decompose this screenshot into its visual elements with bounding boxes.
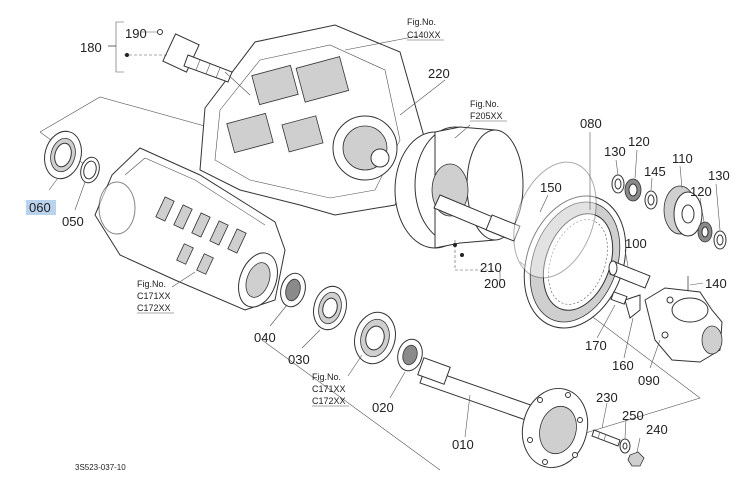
document-id: 3S523-037-10 (75, 463, 126, 472)
part-label-250[interactable]: 250 (622, 408, 644, 423)
part-label-130-left[interactable]: 130 (604, 144, 626, 159)
washer-130-left[interactable] (611, 174, 625, 194)
figref-f205[interactable]: Fig.No. F205XX (470, 99, 507, 122)
plate-160[interactable] (624, 294, 641, 319)
part-label-120-left[interactable]: 120 (628, 134, 650, 149)
transmission-housing[interactable] (199, 24, 426, 216)
part-label-050[interactable]: 050 (62, 214, 84, 229)
figref-c171-lower[interactable]: Fig.No. C171XX C172XX (312, 354, 363, 407)
part-label-220[interactable]: 220 (428, 66, 450, 81)
part-label-170[interactable]: 170 (585, 338, 607, 353)
oil-seal-060[interactable] (39, 127, 86, 183)
part-label-090[interactable]: 090 (638, 373, 660, 388)
carrier-090[interactable] (644, 287, 723, 363)
part-060-highlight (26, 200, 56, 215)
part-labels: 180 190 220 080 150 130 120 145 110 120 … (29, 26, 730, 452)
washer-150[interactable] (499, 151, 611, 290)
shaft-180[interactable] (162, 33, 233, 83)
figref-title: Fig.No. (137, 279, 166, 289)
figref-c140[interactable]: Fig.No. C140XX (407, 17, 444, 41)
figref-line: C140XX (407, 30, 441, 40)
bearing-120-right[interactable] (697, 221, 713, 243)
part-label-180[interactable]: 180 (80, 40, 102, 55)
axle-shaft-010[interactable] (417, 357, 596, 475)
leader-lines (48, 35, 721, 453)
figref-title: Fig.No. (470, 99, 499, 109)
bearing-040[interactable] (277, 270, 309, 309)
part-label-230[interactable]: 230 (596, 390, 618, 405)
pin-100[interactable] (608, 260, 651, 289)
shaft-210[interactable] (433, 194, 521, 242)
bearing-hub[interactable] (349, 308, 401, 369)
part-label-150[interactable]: 150 (540, 180, 562, 195)
figref-line: F205XX (470, 111, 503, 121)
part-label-040[interactable]: 040 (254, 330, 276, 345)
pinion-gear-110[interactable] (663, 185, 703, 237)
figref-line: C172XX (312, 396, 346, 406)
part-label-210[interactable]: 210 (480, 260, 502, 275)
spacer-145[interactable] (644, 190, 658, 210)
bolt-170[interactable] (610, 291, 628, 305)
oil-seal-030[interactable] (309, 283, 351, 334)
bearing-020[interactable] (394, 336, 425, 373)
part-label-020[interactable]: 020 (372, 400, 394, 415)
o-ring-050[interactable] (78, 155, 102, 185)
figref-title: Fig.No. (312, 372, 341, 382)
axle-housing[interactable] (94, 147, 286, 312)
bolt-230[interactable] (591, 429, 621, 447)
figref-line: C171XX (312, 384, 346, 394)
washer-130-right[interactable] (713, 230, 727, 250)
part-label-120-right[interactable]: 120 (690, 184, 712, 199)
bracket-200 (453, 240, 501, 280)
nut-240[interactable] (627, 451, 645, 467)
part-label-145[interactable]: 145 (644, 164, 666, 179)
figref-c171-upper[interactable]: Fig.No. C171XX C172XX (137, 271, 196, 314)
figref-title: Fig.No. (407, 17, 436, 27)
figref-line: C172XX (137, 303, 171, 313)
part-label-100[interactable]: 100 (625, 236, 647, 251)
part-label-190[interactable]: 190 (125, 26, 147, 41)
part-label-200[interactable]: 200 (484, 276, 506, 291)
part-label-060[interactable]: 060 (29, 200, 51, 215)
part-label-240[interactable]: 240 (646, 422, 668, 437)
figref-line: C171XX (137, 291, 171, 301)
part-label-080[interactable]: 080 (580, 116, 602, 131)
part-label-160[interactable]: 160 (612, 358, 634, 373)
part-label-030[interactable]: 030 (288, 352, 310, 367)
part-label-130-right[interactable]: 130 (708, 168, 730, 183)
bearing-120-left[interactable] (624, 178, 642, 202)
part-label-110[interactable]: 110 (672, 151, 693, 166)
washer-250[interactable] (619, 438, 631, 454)
bracket-180-190 (108, 21, 168, 73)
part-label-010[interactable]: 010 (452, 437, 474, 452)
ring-gear-080[interactable] (507, 182, 644, 343)
part-label-140[interactable]: 140 (705, 276, 727, 291)
